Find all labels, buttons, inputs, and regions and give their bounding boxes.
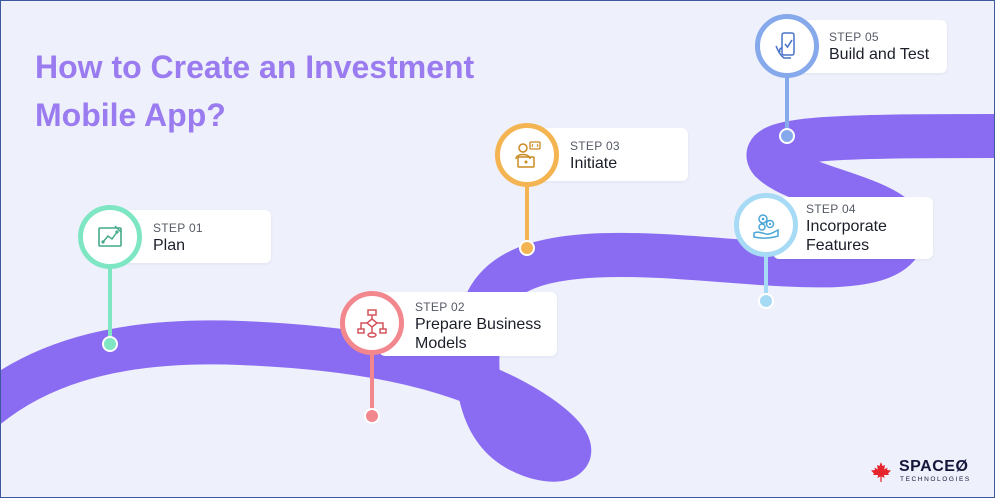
step-02-pin-stick xyxy=(370,351,374,413)
step-05-card xyxy=(795,20,947,73)
brand-name: SPACEØ xyxy=(899,458,969,475)
step-03-card xyxy=(534,128,688,181)
step-01-pin-dot xyxy=(102,336,118,352)
developer-laptop-icon xyxy=(515,141,541,168)
step-01-name: Plan xyxy=(153,237,186,254)
gears-hand-icon xyxy=(753,214,779,239)
step-01-card xyxy=(117,210,271,263)
blueprint-icon xyxy=(98,225,122,247)
step-02-pin-dot xyxy=(364,408,380,424)
step-05-badge xyxy=(755,14,819,78)
page-title: How to Create an Investment Mobile App? xyxy=(35,49,475,133)
step-03-label: STEP 03 xyxy=(570,139,620,153)
step-02-label: STEP 02 xyxy=(415,300,465,314)
step-02-card xyxy=(379,292,557,356)
step-04-label: STEP 04 xyxy=(806,202,856,216)
brand-subtitle: TECHNOLOGIES xyxy=(900,476,971,483)
flowchart-icon xyxy=(357,309,387,338)
maple-leaf-icon xyxy=(871,462,891,482)
step-04-pin-dot xyxy=(758,293,774,309)
step-05-pin-stick xyxy=(785,76,789,131)
mobile-hand-icon xyxy=(775,32,795,59)
step-03-name: Initiate xyxy=(570,155,618,172)
step-01-label: STEP 01 xyxy=(153,221,203,235)
step-05-name: Build and Test xyxy=(829,46,930,63)
step-04-pin-stick xyxy=(764,251,768,299)
step-04-name: Incorporate Features xyxy=(806,218,887,254)
step-03-pin-stick xyxy=(525,181,529,243)
brand-logo: SPACEØ TECHNOLOGIES xyxy=(869,457,989,487)
step-01-pin-stick xyxy=(108,263,112,341)
step-05-label: STEP 05 xyxy=(829,30,879,44)
step-04-card xyxy=(773,197,933,259)
step-05-pin-dot xyxy=(779,128,795,144)
step-02-name: Prepare Business Models xyxy=(415,316,542,352)
step-03-pin-dot xyxy=(519,240,535,256)
step-03-badge xyxy=(495,123,559,187)
step-02-badge xyxy=(340,291,404,355)
step-01-badge xyxy=(78,205,142,269)
step-04-badge xyxy=(734,193,798,257)
